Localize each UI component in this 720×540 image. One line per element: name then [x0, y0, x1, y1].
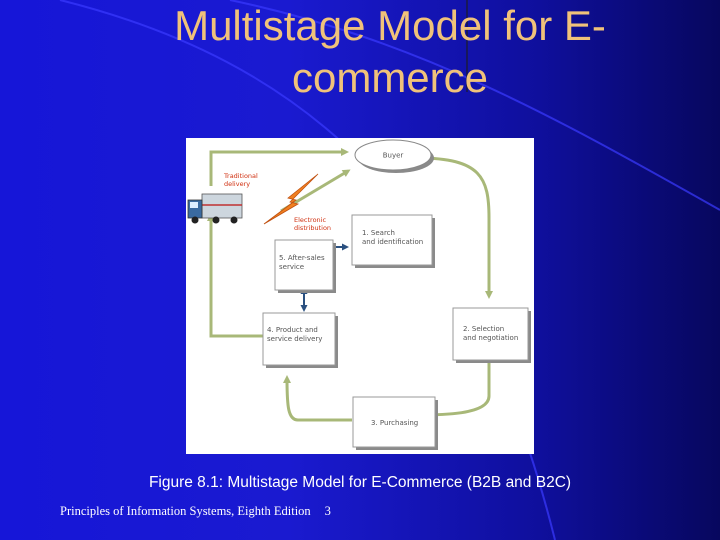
traditional-delivery-label: Traditional delivery: [223, 172, 260, 188]
stage-search-line2: and identification: [362, 238, 423, 246]
stage-after-sales-line1: 5. After-sales: [279, 254, 325, 262]
buyer-label: Buyer: [383, 152, 404, 160]
lightning-icon: [263, 173, 319, 225]
stage-after-sales-label: 5. After-sales service: [279, 254, 327, 271]
slide-title-line2: commerce: [291, 54, 489, 101]
stage-after-sales-line2: service: [279, 263, 304, 271]
footer-text: Principles of Information Systems, Eight…: [60, 504, 311, 518]
stage-delivery-line1: 4. Product and: [267, 326, 318, 334]
slide-footer: Principles of Information Systems, Eight…: [60, 504, 331, 519]
page-number: 3: [324, 504, 331, 518]
truck-icon: [187, 193, 243, 224]
figure-caption: Figure 8.1: Multistage Model for E-Comme…: [148, 474, 572, 491]
stage-delivery-box: 4. Product and service delivery: [262, 312, 338, 368]
stage-selection-box: 2. Selection and negotiation: [452, 307, 531, 363]
buyer-node: Buyer: [354, 139, 434, 173]
slide-title: Multistage Model for E- commerce: [150, 0, 630, 104]
stage-search-box: 1. Search and identification: [351, 214, 435, 268]
electronic-distribution-line2: distribution: [294, 224, 331, 232]
stage-selection-line1: 2. Selection: [463, 325, 504, 333]
electronic-distribution-label: Electronic distribution: [294, 216, 331, 232]
stage-search-line1: 1. Search: [362, 229, 395, 237]
stage-delivery-label: 4. Product and service delivery: [267, 326, 322, 343]
stage-search-label: 1. Search and identification: [362, 229, 423, 246]
multistage-model-figure: Buyer Traditional delivery Electronic di…: [186, 138, 534, 454]
stage-purchasing-box: 3. Purchasing: [352, 396, 438, 450]
stage-delivery-line2: service delivery: [267, 335, 322, 343]
stage-selection-label: 2. Selection and negotiation: [463, 325, 518, 342]
slide-title-line1: Multistage Model for E-: [174, 2, 606, 49]
stage-purchasing-label: 3. Purchasing: [371, 419, 418, 427]
traditional-delivery-line2: delivery: [224, 180, 250, 188]
electronic-distribution-line1: Electronic: [294, 216, 326, 224]
traditional-delivery-line1: Traditional: [223, 172, 258, 180]
stage-selection-line2: and negotiation: [463, 334, 518, 342]
stage-after-sales-box: 5. After-sales service: [274, 239, 336, 293]
